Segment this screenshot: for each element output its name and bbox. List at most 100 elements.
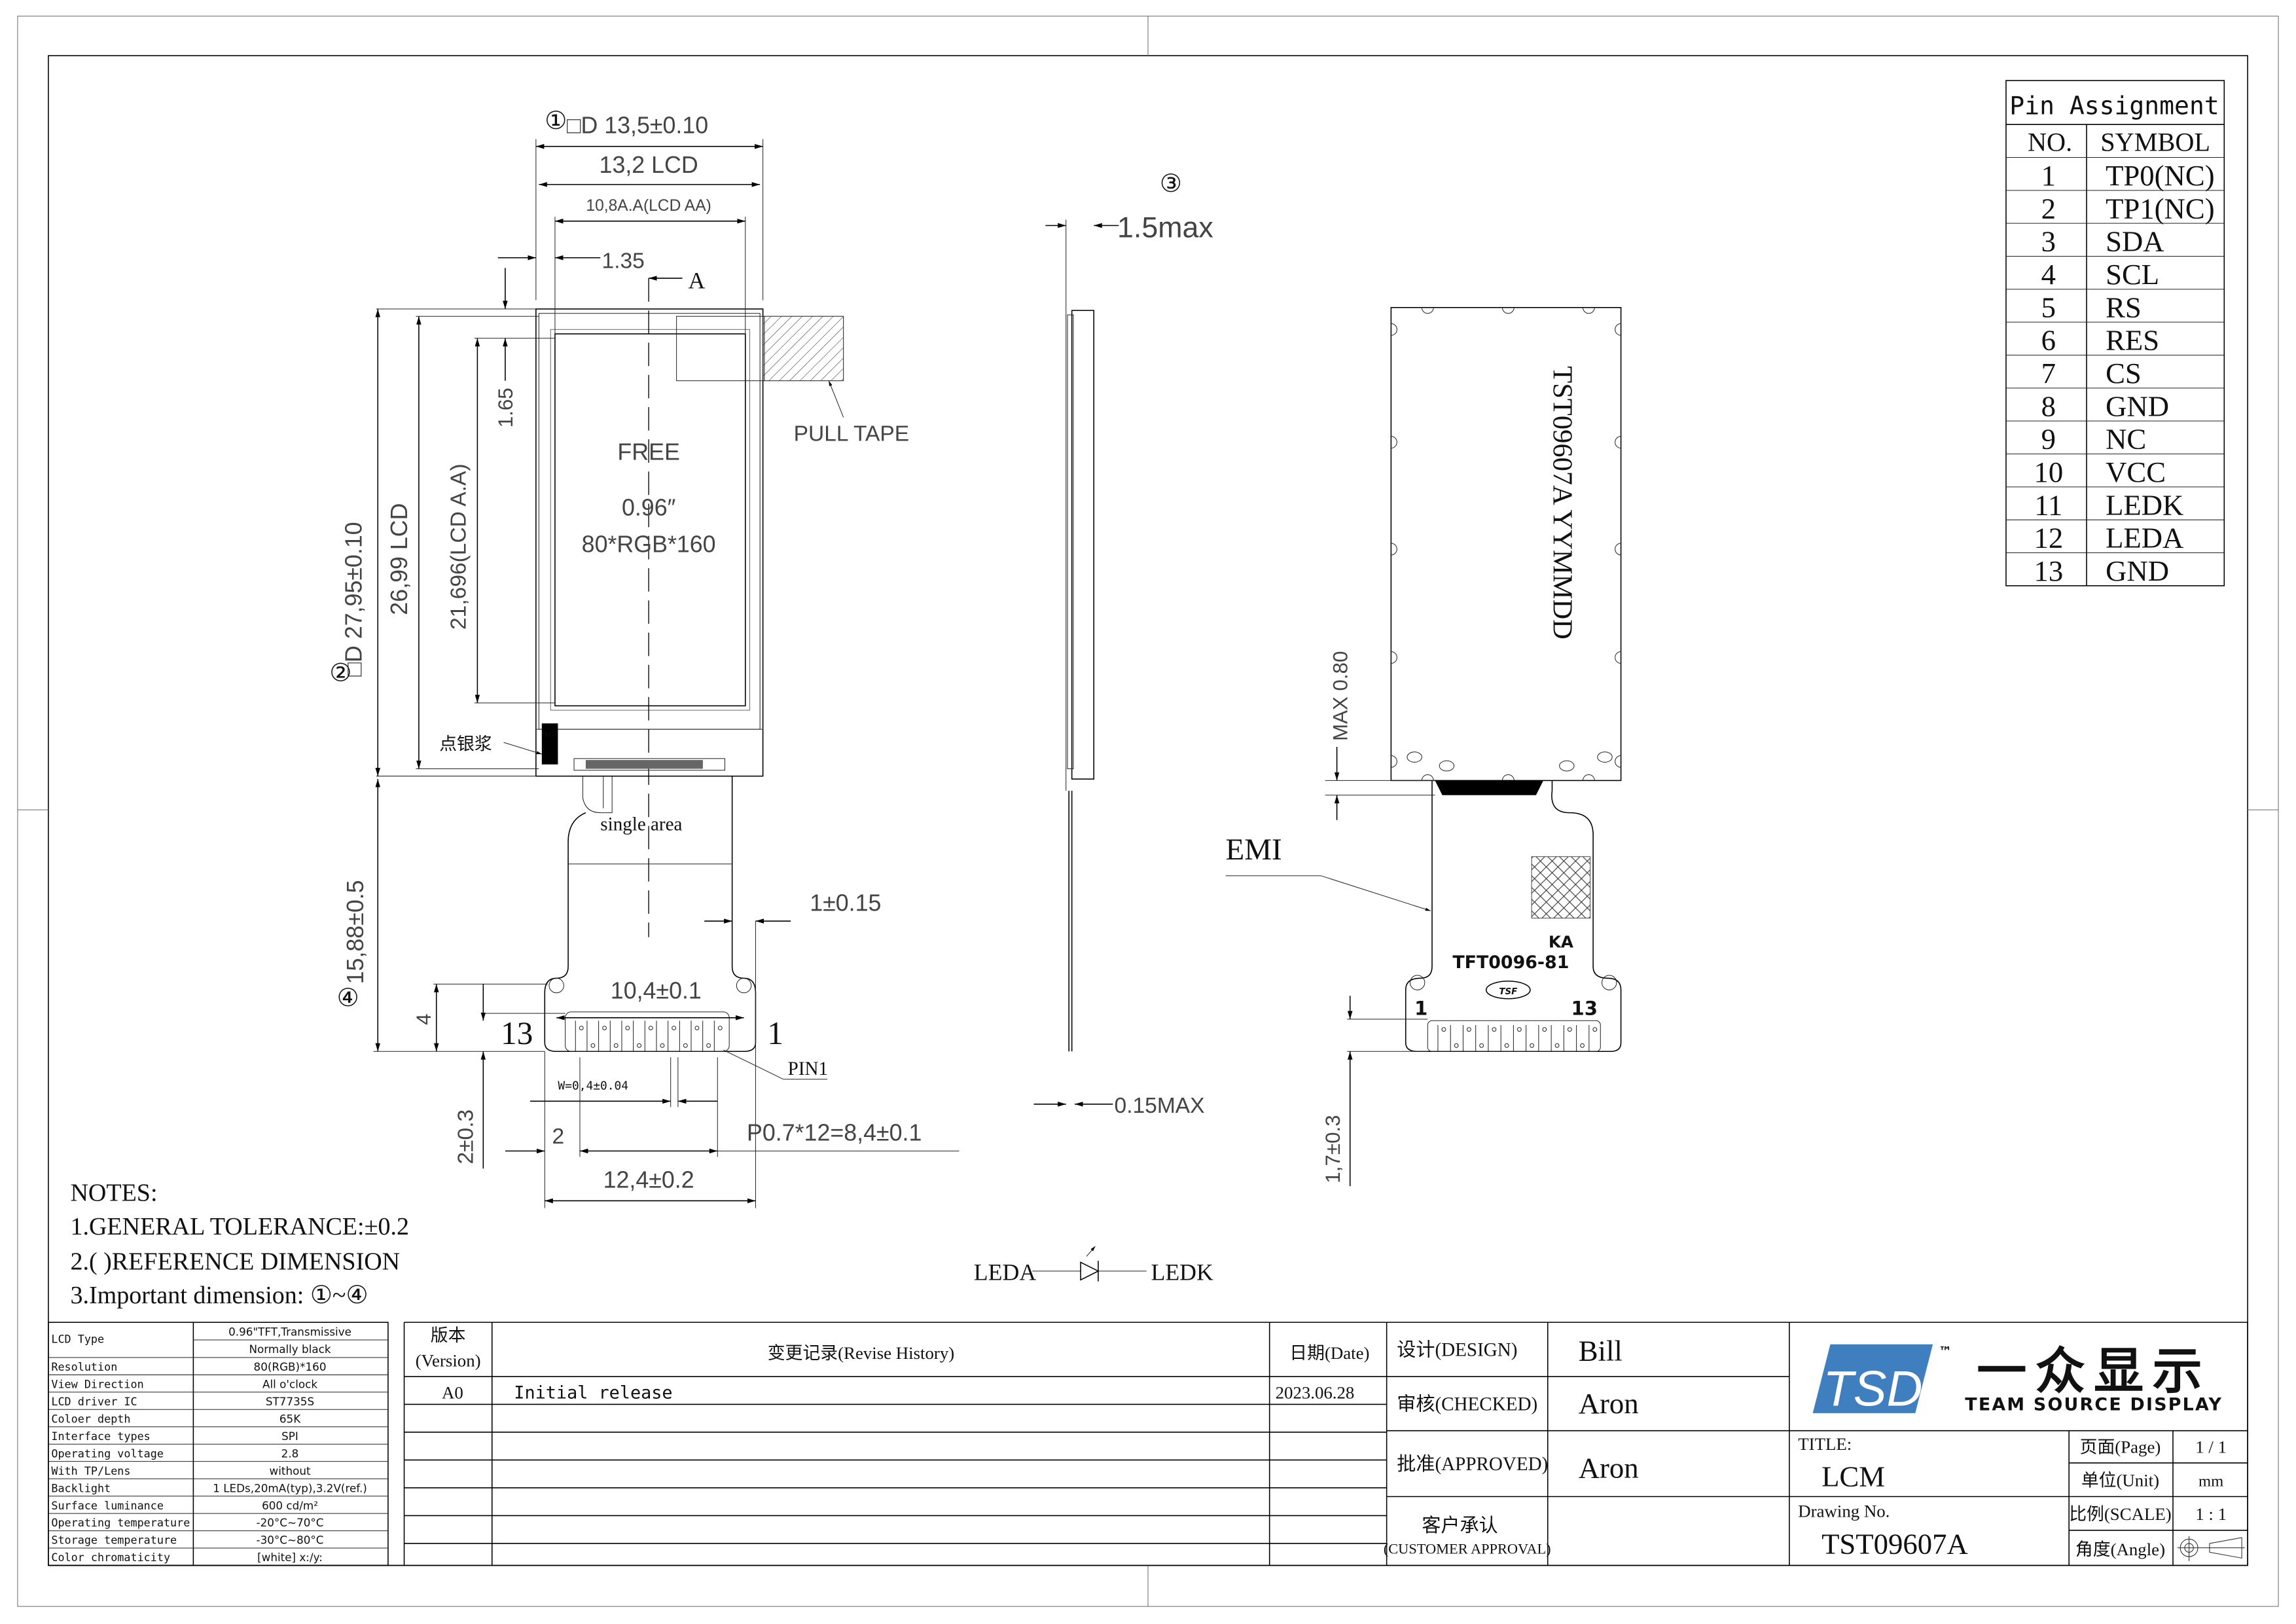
section-a-label: A — [689, 268, 706, 294]
diode-anode-label: LEDA — [974, 1259, 1037, 1285]
history-header: 变更记录(Revise History) — [768, 1343, 954, 1363]
spec-value-lcd-type: 0.96"TFT,Transmissive — [228, 1325, 351, 1338]
spec-value: All o'clock — [262, 1377, 317, 1390]
spec-label-lcd-type: LCD Type — [51, 1332, 104, 1345]
silver-paste-label: 点银浆 — [439, 734, 492, 753]
aa-width-dim: 10,8A.A(LCD AA) — [586, 197, 711, 215]
trademark: ™ — [1939, 1344, 1952, 1360]
tab-width-dim: 1±0.15 — [810, 890, 881, 916]
fpc-code: TFT0096-81 — [1452, 952, 1569, 973]
notes-title: NOTES: — [70, 1179, 157, 1206]
pin-table-title: Pin Assignment — [2009, 91, 2219, 120]
pin-row: 5 RS — [2041, 291, 2142, 323]
customer-label-cn: 客户承认 — [1422, 1515, 1498, 1536]
pull-tape-label: PULL TAPE — [794, 422, 910, 446]
spec-value: [white] x:/y: — [257, 1551, 323, 1564]
pin-symbol: LEDK — [2106, 488, 2183, 521]
pin-number: 12 — [2034, 522, 2063, 554]
tsd-logo-mark — [1812, 1344, 1933, 1413]
pin-number: 2 — [2041, 192, 2056, 225]
pitch-dim: P0.7*12=8,4±0.1 — [747, 1120, 922, 1146]
important-dim-3-marker: ③ — [1160, 170, 1182, 198]
angle-label: 角度(Angle) — [2075, 1540, 2165, 1559]
back-pin-13: 13 — [1571, 997, 1598, 1019]
important-dim-2-marker: ② — [329, 659, 351, 687]
spec-value: -30°C~80°C — [257, 1534, 324, 1547]
pin-symbol: SDA — [2106, 225, 2164, 258]
spec-table: LCD Type 0.96"TFT,Transmissive Normally … — [48, 1322, 389, 1566]
back-marking: TST09607A YYMMDD — [1547, 366, 1578, 640]
revision-description: Initial release — [514, 1382, 672, 1403]
note-3: 3.Important dimension: ①~④ — [70, 1282, 368, 1309]
note-2: 2.( )REFERENCE DIMENSION — [70, 1248, 400, 1276]
pin-symbol: RS — [2106, 291, 2142, 323]
tail-dim: 1,7±0.3 — [1321, 1115, 1344, 1183]
pin-number: 8 — [2041, 389, 2056, 422]
spec-label: Interface types — [51, 1430, 150, 1443]
tsd-logo-text: TSD — [1823, 1362, 1922, 1417]
dim-4: 4 — [412, 1014, 435, 1025]
spec-row: LCD driver IC ST7735S — [51, 1395, 314, 1408]
company-name-en: TEAM SOURCE DISPLAY — [1965, 1394, 2223, 1415]
spec-value: -20°C~70°C — [257, 1516, 324, 1529]
pin-symbol: SCL — [2106, 258, 2159, 291]
date-header: 日期(Date) — [1289, 1343, 1369, 1363]
spec-label: With TP/Lens — [51, 1464, 130, 1477]
company-name-cn: 一众显示 — [1977, 1342, 2211, 1400]
offset-y-dim: 1.65 — [494, 388, 517, 427]
offset-x-dim: 1.35 — [602, 249, 645, 273]
pin-width-dim: W=0,4±0.04 — [558, 1079, 628, 1092]
fpc-length-dim: 15,88±0.5 — [342, 880, 368, 984]
aa-height-dim: 21,696(LCD A.A) — [446, 463, 471, 630]
page-value: 1 / 1 — [2195, 1437, 2227, 1456]
page-label: 页面(Page) — [2080, 1437, 2161, 1456]
pin-symbol: VCC — [2106, 456, 2166, 488]
spec-label: LCD driver IC — [51, 1395, 137, 1408]
lcd-width-dim: 13,2 LCD — [600, 152, 698, 178]
pin-symbol: TP0(NC) — [2106, 159, 2215, 192]
approval-block: 设计(DESIGN) Bill 审核(CHECKED) Aron 批准(APPR… — [1384, 1322, 1790, 1566]
pin-number: 5 — [2041, 291, 2056, 323]
spec-label: Surface luminance — [51, 1499, 164, 1512]
spec-label: Color chromaticity — [51, 1551, 170, 1564]
design-label: 设计(DESIGN) — [1397, 1339, 1517, 1361]
diode-cathode-label: LEDK — [1151, 1259, 1213, 1285]
checked-value: Aron — [1579, 1387, 1639, 1420]
free-text: FREE — [617, 439, 679, 465]
company-logo: TSD ™ 一众显示 TEAM SOURCE DISPLAY — [1812, 1342, 2223, 1417]
fpc-thickness-dim: 0.15MAX — [1115, 1094, 1205, 1118]
pin-number: 11 — [2034, 488, 2062, 521]
spec-value: ST7735S — [266, 1395, 314, 1408]
pin-number: 7 — [2041, 357, 2056, 389]
pin-row: 11 LEDK — [2034, 488, 2183, 521]
drawing-no-value: TST09607A — [1821, 1528, 1968, 1561]
important-dim-1-marker: ① — [545, 107, 567, 135]
spec-value: 2.8 — [281, 1447, 299, 1460]
pull-tape — [762, 316, 844, 382]
pin-header-symbol: SYMBOL — [2100, 127, 2210, 156]
pin-number: 1 — [2041, 159, 2056, 192]
revision-version: A0 — [442, 1382, 463, 1402]
stamp-logo — [1485, 981, 1531, 1000]
front-view: PULL TAPE FREE 0.96″ 80*RGB*160 AG 点银浆 ①… — [329, 107, 960, 1208]
fpc-tail-back — [1405, 780, 1622, 1053]
spec-row: Operating temperature-20°C~70°C — [51, 1516, 323, 1529]
pin-13-label: 13 — [501, 1015, 533, 1051]
backlight-outline — [1390, 307, 1622, 782]
svg-text:TSF: TSF — [1499, 987, 1517, 997]
design-value: Bill — [1579, 1334, 1623, 1367]
single-area-label: single area — [600, 814, 682, 835]
fpc-pins-front — [575, 1020, 723, 1052]
